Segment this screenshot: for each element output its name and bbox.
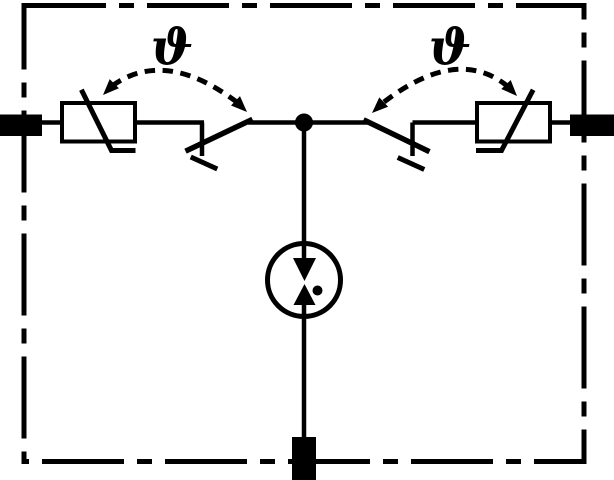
thermal-arc-left (110, 67, 240, 105)
varistor-right (475, 88, 552, 153)
terminal-left (0, 114, 42, 136)
junction-node (295, 113, 313, 132)
varistor-right-body (475, 101, 552, 144)
arc-arrowhead-left-b (231, 96, 247, 112)
terminal-bottom (292, 437, 316, 480)
theta-label-right: ϑ (429, 17, 471, 76)
arc-arrowhead-right-b (501, 80, 517, 96)
varistor-left-stroke (79, 88, 136, 153)
gdt-arrow-up-icon (293, 284, 316, 305)
terminals (0, 114, 614, 480)
contact-foot-left (189, 154, 219, 172)
conductors (40, 120, 574, 439)
theta-label-left: ϑ (151, 17, 193, 76)
thermal-linkage-right: ϑ (372, 17, 517, 113)
terminal-right (570, 114, 614, 136)
gdt-arrow-down-icon (293, 258, 316, 281)
switch-blade-right (362, 117, 431, 155)
thermal-disconnector-left (184, 116, 254, 172)
gas-discharge-tube (265, 241, 343, 319)
contact-foot-right (396, 155, 426, 172)
switch-blade-left (184, 116, 254, 154)
gdt-gas-dot-icon (312, 285, 323, 296)
gdt-circle (265, 241, 343, 319)
varistor-right-stroke (476, 88, 536, 153)
arc-arrowhead-left-a (103, 79, 119, 95)
arc-arrowhead-right-a (372, 97, 389, 113)
thermal-arc-right (382, 66, 508, 104)
thermal-linkage-left: ϑ (103, 17, 247, 112)
varistor-left-body (60, 101, 137, 144)
thermal-disconnector-right (362, 117, 431, 172)
varistor-left (60, 88, 137, 153)
